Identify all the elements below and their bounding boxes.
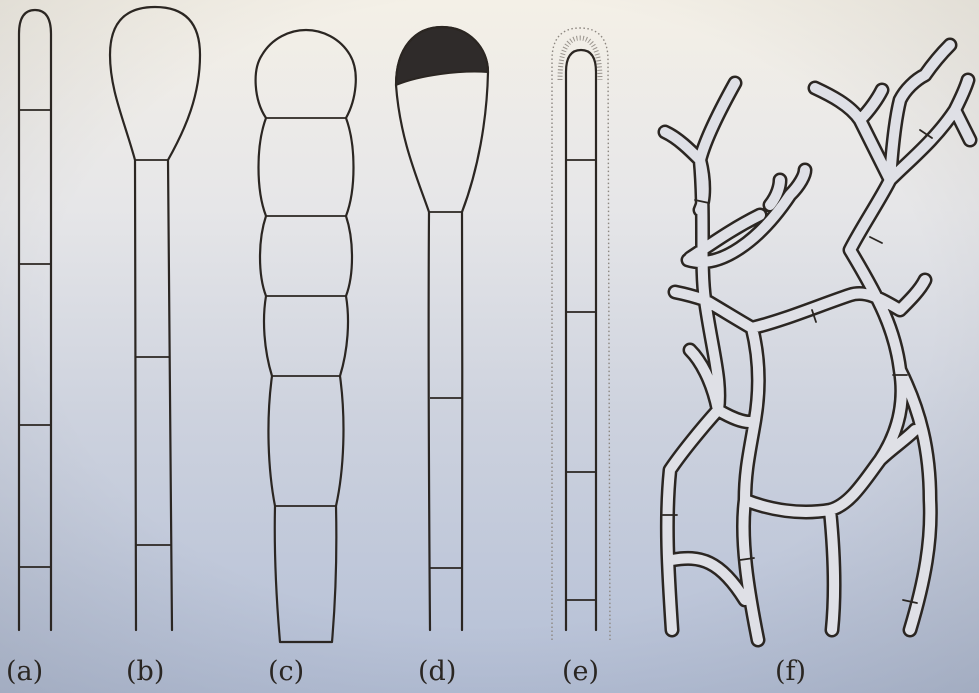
- label-a: (a): [6, 656, 43, 687]
- label-b: (b): [126, 656, 164, 687]
- label-e: (e): [562, 656, 599, 687]
- label-c: (c): [268, 656, 304, 687]
- label-f: (f): [775, 656, 806, 687]
- label-d: (d): [418, 656, 456, 687]
